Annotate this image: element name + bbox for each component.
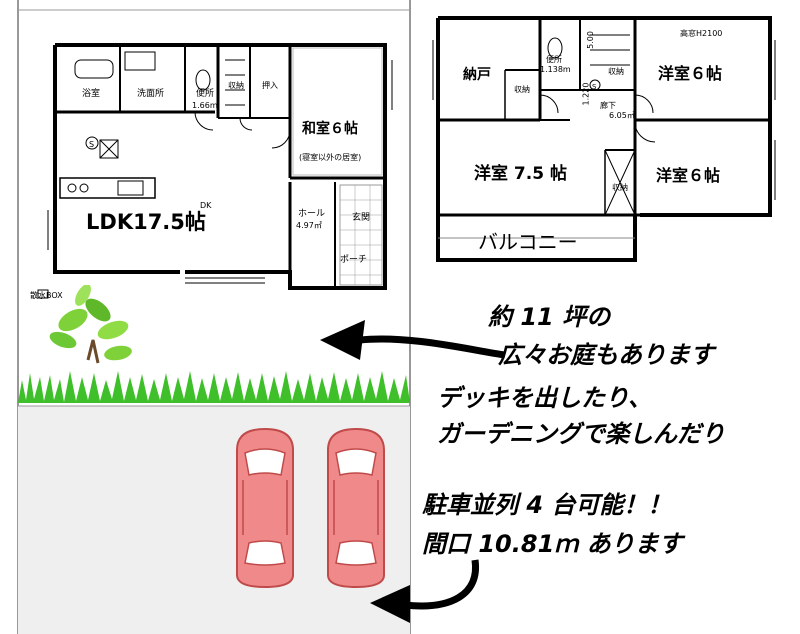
nando-label: 納戸 <box>463 67 491 83</box>
corridor-area: 6.05㎡ <box>609 111 635 120</box>
storage1-label: 収納 <box>228 81 244 90</box>
parking-caption-1: 駐車並列 4 台可能！！ <box>422 491 672 519</box>
western-room-c-label: 洋室６帖 <box>656 166 721 185</box>
oshiire-label: 押入 <box>262 81 278 90</box>
washitsu-label: 和室６帖 <box>302 121 358 137</box>
ldk-label: LDK17.5帖 <box>86 210 206 234</box>
storage2a-label: 収納 <box>514 85 530 94</box>
garden-illustration <box>18 285 410 403</box>
arrow-icon <box>320 320 506 360</box>
toilet1-label: 便所 <box>196 89 215 99</box>
washitsu-note: (寝室以外の居室) <box>299 153 362 162</box>
floor2-plan: S <box>432 16 776 262</box>
svg-text:S: S <box>592 83 597 91</box>
entrance-label: 玄関 <box>352 213 371 223</box>
toilet1-dim: 1.66m <box>192 101 218 110</box>
floor1-plan: S <box>37 43 393 299</box>
parking-caption-2: 間口 10.81ｍ あります <box>422 530 683 558</box>
porch-label: ポーチ <box>340 255 368 265</box>
sprinkler-label: 散水BOX <box>30 291 63 300</box>
plant-icon <box>49 285 132 364</box>
hall-label: ホール <box>298 209 326 219</box>
hall-area: 4.97㎡ <box>296 221 322 230</box>
garden-caption-1: 約 11 坪の <box>488 303 611 331</box>
dim-vertical: 1.220 <box>581 82 591 106</box>
western-room-b-label: 洋室 7.5 帖 <box>474 164 567 184</box>
toilet2-label: 便所 <box>546 55 562 64</box>
car-icon-1 <box>236 427 294 589</box>
storage2c-label: 収納 <box>612 183 628 192</box>
garden-caption-2: 広々お庭もあります <box>498 341 714 369</box>
western-room-a-label: 洋室６帖 <box>658 64 723 83</box>
toilet2-dim: 1.138m <box>540 65 571 74</box>
corridor-label: 廊下 <box>600 101 616 110</box>
grass <box>18 371 410 403</box>
dk-label: DK <box>200 201 212 210</box>
garden-caption-3: デッキを出したり、 <box>437 384 653 412</box>
curved-arrow-icon <box>370 559 480 623</box>
car-icon-2 <box>327 427 385 589</box>
balcony-label: バルコニー <box>478 230 578 254</box>
high-window-label: 高窓H2100 <box>680 29 723 38</box>
garden-caption-4: ガーデニングで楽しんだり <box>437 420 725 448</box>
svg-text:S: S <box>89 140 94 149</box>
bath-label: 浴室 <box>82 89 101 99</box>
washroom-label: 洗面所 <box>137 89 165 99</box>
storage2b-label: 収納 <box>608 67 624 76</box>
dim-vertical-2: 5.00 <box>585 31 595 49</box>
